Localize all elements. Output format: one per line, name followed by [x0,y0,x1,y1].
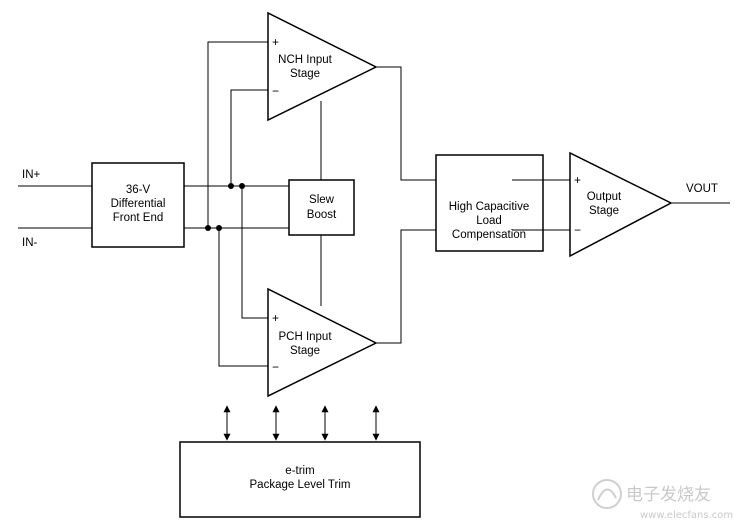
nch-label-line-2: Stage [290,68,320,80]
watermark-cn-text: 电子发烧友 [626,485,711,505]
pch-label-line-2: Stage [290,345,320,357]
watermark-logo-icon [592,479,622,509]
pch-minus-wire [218,228,268,367]
pch-plus-sign: + [272,311,279,325]
junction-dot [228,183,234,189]
in-minus-label: IN- [22,237,38,249]
slew-boost-line-1: Slew [309,194,335,206]
nch-minus-wire [230,89,268,186]
front-end-block [91,162,185,248]
slew-boost-line-2: Boost [307,209,337,221]
junction-dot [239,183,245,189]
output-stage [569,151,673,258]
high-cap-line-2: Load [476,215,502,227]
high-cap-line-3: Compensation [452,229,526,241]
pch-output-wire [376,229,436,344]
junction-dot [205,225,211,231]
pch-label-line-1: PCH Input [278,331,332,343]
pch-plus-wire [241,186,268,319]
high-cap-line-1: High Capacitive [449,201,530,213]
front-end-line-3: Front End [113,212,164,224]
nch-input-stage [267,11,378,122]
nch-output-wire [376,66,436,181]
nch-plus-wire [207,41,268,228]
etrim-line-1: e-trim [285,465,314,477]
pch-input-stage [267,287,378,398]
output-minus-sign: − [574,223,581,237]
etrim-line-2: Package Level Trim [250,479,351,491]
nch-minus-sign: − [272,84,279,98]
high-cap-compensation-block [435,154,544,252]
output-plus-sign: + [574,173,581,187]
nch-plus-sign: + [272,35,279,49]
slew-boost-block [288,179,355,236]
junction-dot [216,225,222,231]
nch-label-line-1: NCH Input [278,54,332,66]
watermark-logo-mark [597,488,617,501]
pch-minus-sign: − [272,360,279,374]
output-stage-line-1: Output [587,191,622,203]
output-stage-line-2: Stage [589,205,619,217]
in-plus-label: IN+ [22,169,41,181]
front-end-line-1: 36-V [126,184,151,196]
vout-label: VOUT [686,183,718,195]
watermark-url-text: www.elecfans.com [640,510,733,521]
front-end-line-2: Differential [111,198,166,210]
etrim-block [179,441,421,518]
watermark: 电子发烧友 www.elecfans.com [592,479,733,521]
